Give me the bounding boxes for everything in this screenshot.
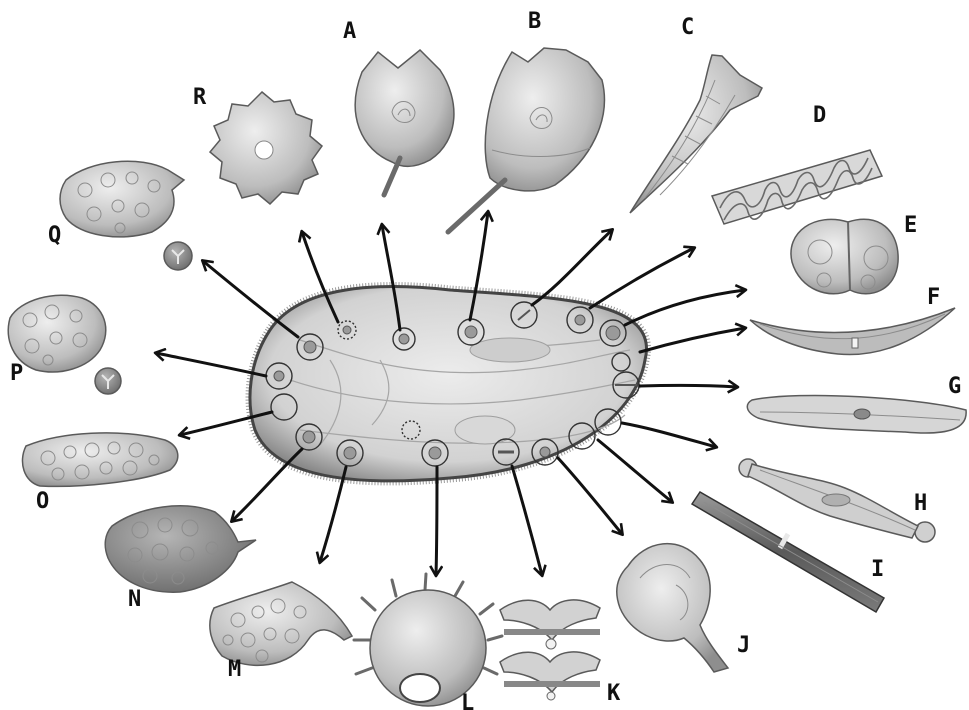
label-m: M	[228, 657, 241, 682]
organism-k	[500, 600, 600, 700]
label-r: R	[193, 85, 207, 110]
organism-h	[739, 459, 935, 542]
label-k: K	[607, 681, 621, 706]
arrow-to-c	[532, 230, 612, 305]
label-f: F	[927, 285, 940, 310]
organism-p	[8, 295, 121, 394]
arrow-to-n	[232, 449, 302, 521]
cell-nucleus	[470, 338, 550, 362]
label-h: H	[914, 491, 927, 516]
arrow-to-e	[625, 290, 745, 325]
organism-b	[448, 48, 604, 232]
arrow-to-j	[558, 458, 622, 534]
label-e: E	[904, 213, 917, 238]
organism-g	[747, 395, 966, 433]
label-g: G	[948, 374, 961, 399]
cell-vacuole	[455, 416, 515, 444]
label-l: L	[461, 691, 474, 710]
organism-l	[354, 574, 502, 706]
arrow-to-m	[320, 467, 346, 562]
organism-m	[210, 582, 352, 665]
organism-a	[355, 50, 454, 195]
organism-j	[617, 544, 728, 672]
label-j: J	[737, 633, 750, 658]
label-p: P	[10, 361, 23, 386]
arrow-to-k	[512, 466, 542, 575]
label-i: I	[871, 557, 884, 582]
arrow-to-p	[156, 353, 266, 376]
arrow-to-l	[436, 467, 437, 575]
label-c: C	[681, 15, 694, 40]
arrow-to-f	[640, 328, 745, 352]
arrow-to-q	[203, 261, 298, 337]
arrow-to-g	[640, 385, 737, 387]
label-d: D	[813, 103, 826, 128]
label-n: N	[128, 587, 141, 612]
organism-d	[712, 150, 882, 224]
organism-o	[22, 433, 177, 486]
arrow-to-i	[598, 440, 672, 502]
arrow-to-h	[622, 423, 716, 447]
label-b: B	[528, 9, 541, 34]
organism-f	[750, 308, 955, 355]
label-a: A	[343, 19, 356, 44]
organism-r	[210, 92, 322, 204]
label-o: O	[36, 489, 49, 514]
central-cell	[250, 287, 646, 481]
organism-e	[791, 219, 898, 294]
label-q: Q	[48, 223, 61, 248]
arrow-to-d	[590, 248, 694, 308]
organism-q	[60, 161, 192, 270]
